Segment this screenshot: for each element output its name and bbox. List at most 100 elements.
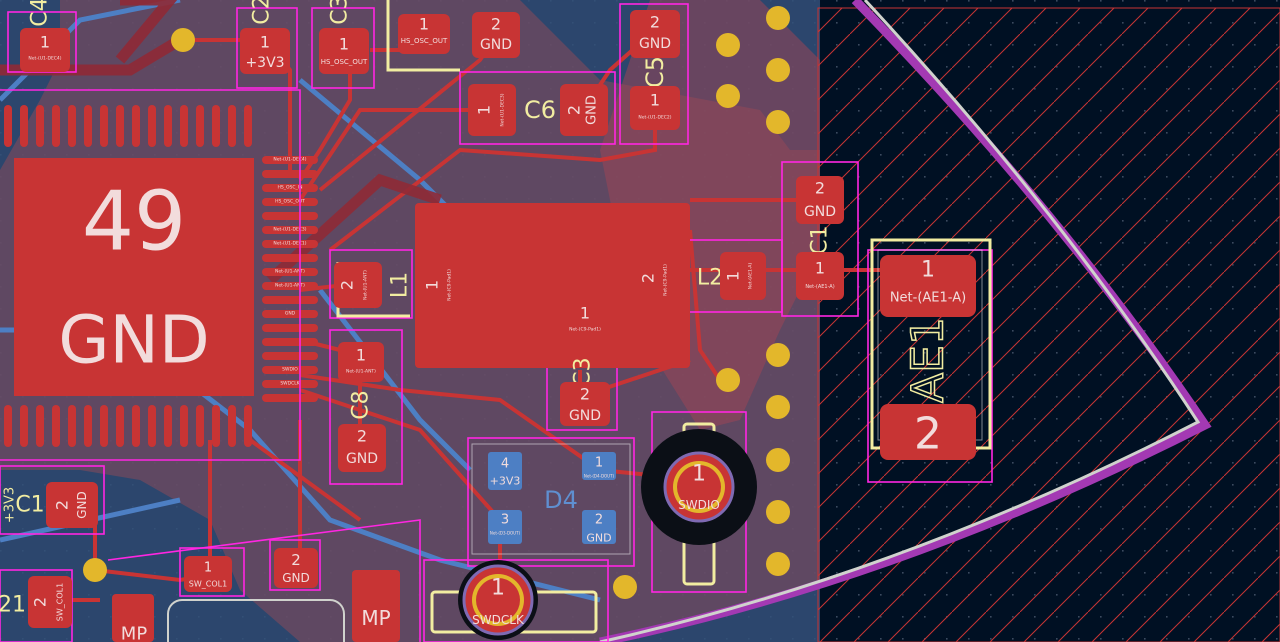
pad-u1-ant-2[interactable]: 2 Net-(U1-ANT) — [334, 262, 382, 308]
pad-l2-1[interactable]: 1 Net-(AE1-A) — [720, 252, 766, 300]
pad-mp-2[interactable]: MP — [352, 570, 400, 642]
pad-c5-2[interactable]: 2 GND — [630, 10, 680, 58]
svg-text:Net-(U1-ANT): Net-(U1-ANT) — [363, 270, 369, 300]
l2-refdes: L2 — [697, 266, 723, 291]
c5-refdes: C5 — [641, 56, 669, 88]
svg-text:1: 1 — [356, 346, 366, 365]
pad-ae1-1[interactable]: 1 Net-(AE1-A) — [880, 255, 976, 317]
pad-c1-1[interactable]: 1 Net-(AE1-A) — [796, 252, 844, 300]
svg-text:GND: GND — [639, 36, 671, 52]
svg-text:2: 2 — [595, 513, 603, 528]
svg-text:1: 1 — [921, 258, 935, 283]
u1-pin-label: GND — [285, 311, 296, 317]
u1-pin-label: Net-(U1-DEC1) — [273, 241, 306, 247]
svg-text:2: 2 — [491, 15, 501, 34]
u1-pin-label: Net-(U1-DEC4) — [273, 157, 306, 163]
svg-text:Net-(C9-Pad1): Net-(C9-Pad1) — [569, 327, 601, 333]
svg-text:HS_OSC_OUT: HS_OSC_OUT — [321, 58, 368, 66]
pad-gnd-bottom[interactable]: 2 GND — [274, 548, 318, 588]
svg-text:2: 2 — [357, 427, 367, 446]
u1-pin-label: HS_OSC_IN — [278, 185, 303, 191]
c4-top-refdes: C4 — [28, 0, 53, 27]
u1-pin-label: SWDCLK — [280, 381, 300, 387]
svg-text:Net-(C9-Pad1): Net-(C9-Pad1) — [447, 269, 453, 301]
u1-pin-label: Net-(U1-ANT) — [275, 269, 305, 275]
r21-refdes: 21 — [0, 593, 26, 618]
svg-text:2: 2 — [31, 597, 50, 607]
pad-c6-2[interactable]: 2 GND — [560, 84, 608, 136]
tp-swdclk[interactable]: 1 SWDCLK — [458, 560, 538, 640]
d4-led[interactable]: 4 +3V3 1 Net-(D4-DOUT) 3 Net-(D3-DOUT) 2… — [488, 452, 616, 545]
board-edge — [599, 0, 1201, 642]
svg-text:2: 2 — [338, 280, 357, 290]
svg-text:2: 2 — [580, 385, 590, 404]
svg-text:1: 1 — [423, 280, 442, 290]
pad-sw-col1-b[interactable]: 2 SW_COL1 — [28, 576, 72, 628]
svg-text:Net-(U1-ANT): Net-(U1-ANT) — [346, 369, 376, 375]
svg-text:1: 1 — [491, 576, 505, 601]
pad-c-top-3v3[interactable]: 1 +3V3 — [240, 28, 290, 74]
svg-text:Net-(U1-DEC2): Net-(U1-DEC2) — [638, 115, 671, 121]
svg-text:MP: MP — [121, 624, 148, 642]
pad-c6-1[interactable]: 1 Net-(U1-DEC3) — [468, 84, 516, 136]
pad-hs-osc-1[interactable]: 1 HS_OSC_OUT — [319, 28, 369, 74]
svg-text:4: 4 — [501, 457, 509, 472]
pad-ae1-2[interactable]: 2 — [880, 404, 976, 460]
svg-text:SW_COL1: SW_COL1 — [56, 583, 65, 621]
svg-text:HS_OSC_OUT: HS_OSC_OUT — [401, 37, 448, 45]
pad-hs-osc-2[interactable]: 1 HS_OSC_OUT — [398, 14, 450, 54]
svg-text:2: 2 — [291, 551, 301, 569]
d4-refdes: D4 — [544, 486, 578, 514]
svg-text:1: 1 — [475, 105, 494, 115]
usb-connector-outline — [167, 599, 345, 642]
pad-gnd-mid[interactable]: 2 GND — [338, 424, 386, 472]
keepout-zone — [818, 8, 1280, 642]
svg-text:Net-(D3-DOUT): Net-(D3-DOUT) — [490, 531, 521, 536]
pad-u1-ant-1[interactable]: 1 Net-(U1-ANT) — [338, 342, 384, 382]
pad-c-top-left-1[interactable]: 1 Net-(U1-DEC4) — [20, 28, 70, 72]
svg-text:1: 1 — [260, 33, 270, 52]
u1-right-pins — [262, 156, 318, 402]
svg-text:2: 2 — [565, 105, 584, 115]
svg-text:2: 2 — [639, 273, 658, 283]
c2-top-refdes: C2 — [250, 0, 275, 25]
svg-text:MP: MP — [361, 606, 390, 630]
pad-c1-2[interactable]: 2 GND — [796, 176, 844, 224]
tp-swdio[interactable]: 1 SWDIO — [641, 429, 757, 545]
svg-text:+3V3: +3V3 — [245, 55, 284, 71]
u1-top-pins — [4, 105, 252, 147]
l1-refdes: L1 — [388, 272, 413, 298]
pad-gnd-lower[interactable]: 2 GND — [560, 382, 610, 426]
pad-sw-col1-a[interactable]: 1 SW_COL1 — [184, 556, 232, 592]
keepout-zone-outline — [817, 7, 1280, 642]
pad-c1-left-2[interactable]: 2 GND — [46, 482, 98, 528]
svg-text:3: 3 — [501, 513, 509, 528]
svg-text:SW_COL1: SW_COL1 — [189, 580, 227, 589]
svg-text:GND: GND — [804, 204, 836, 220]
c3-refdes: C3 — [571, 357, 596, 386]
pad-number: 49 — [82, 175, 186, 270]
svg-text:GND: GND — [75, 491, 89, 519]
pad-mp-1[interactable]: MP — [112, 594, 154, 642]
svg-text:2: 2 — [650, 13, 660, 32]
c1-left-refdes: C1 — [15, 493, 44, 518]
svg-text:Net-(U1-DEC4): Net-(U1-DEC4) — [28, 56, 61, 62]
pad-top-gnd[interactable]: 2 GND — [472, 12, 520, 58]
pad-49-gnd[interactable]: 49 GND — [14, 158, 254, 396]
c8-refdes: C8 — [349, 390, 374, 419]
svg-text:1: 1 — [204, 561, 212, 576]
3v3-silk-label: +3V3 — [3, 487, 18, 523]
pad-c5-1[interactable]: 1 Net-(U1-DEC2) — [630, 86, 680, 130]
svg-text:Net-(C9-Pad1): Net-(C9-Pad1) — [663, 264, 669, 296]
antenna-outline — [599, 0, 1212, 642]
svg-text:1: 1 — [692, 462, 706, 487]
svg-text:1: 1 — [419, 15, 429, 34]
svg-text:GND: GND — [282, 571, 310, 585]
svg-text:SWDCLK: SWDCLK — [472, 613, 525, 627]
u1-pin-label: Net-(U1-ANT) — [275, 283, 305, 289]
svg-text:+3V3: +3V3 — [490, 475, 521, 488]
c9-pad-area[interactable]: 1 Net-(C9-Pad1) 2 Net-(C9-Pad1) 1 Net-(C… — [415, 203, 690, 368]
svg-text:1: 1 — [815, 259, 825, 278]
svg-text:1: 1 — [339, 35, 349, 54]
